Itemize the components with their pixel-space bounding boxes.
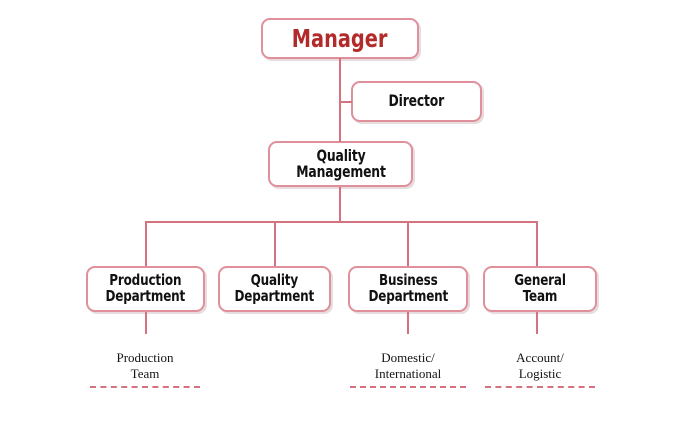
node-quality-department[interactable]: Quality Department	[218, 266, 331, 312]
node-quality-department-label: Quality Department	[234, 271, 315, 305]
subitem-production-team-label: Production Team	[116, 349, 174, 381]
node-general-team-label: General Team	[514, 271, 566, 305]
connector-bus-to-general-team	[536, 221, 538, 266]
node-quality-management[interactable]: Quality Management	[268, 141, 413, 187]
node-production-department-label: Production Department	[105, 271, 186, 305]
node-general-team[interactable]: General Team	[483, 266, 597, 312]
subitem-production-team[interactable]: Production Team	[90, 334, 200, 388]
subitem-domestic-international[interactable]: Domestic/ International	[350, 334, 466, 388]
node-manager-label: Manager	[292, 23, 388, 53]
connector-bus-to-production-department	[145, 221, 147, 266]
connector-manager-to-quality-management	[339, 58, 341, 142]
subitem-account-logistic[interactable]: Account/ Logistic	[485, 334, 595, 388]
node-business-department-label: Business Department	[368, 271, 448, 305]
connector-trunk-to-director	[339, 101, 352, 103]
node-quality-management-label: Quality Management	[295, 145, 386, 181]
connector-general-team-to-subitem	[536, 312, 538, 334]
node-director[interactable]: Director	[351, 81, 482, 122]
node-production-department[interactable]: Production Department	[86, 266, 205, 312]
connector-bus-to-quality-department	[274, 221, 276, 266]
connector-business-department-to-subitem	[407, 312, 409, 334]
node-director-label: Director	[388, 91, 445, 111]
subitem-domestic-international-label: Domestic/ International	[374, 349, 442, 381]
subitem-account-logistic-label: Account/ Logistic	[516, 349, 564, 381]
connector-horizontal-bus	[145, 221, 537, 223]
connector-production-department-to-team	[145, 312, 147, 334]
connector-bus-to-business-department	[407, 221, 409, 266]
node-manager[interactable]: Manager	[261, 18, 419, 59]
node-business-department[interactable]: Business Department	[348, 266, 468, 312]
connector-quality-management-to-bus	[339, 187, 341, 223]
